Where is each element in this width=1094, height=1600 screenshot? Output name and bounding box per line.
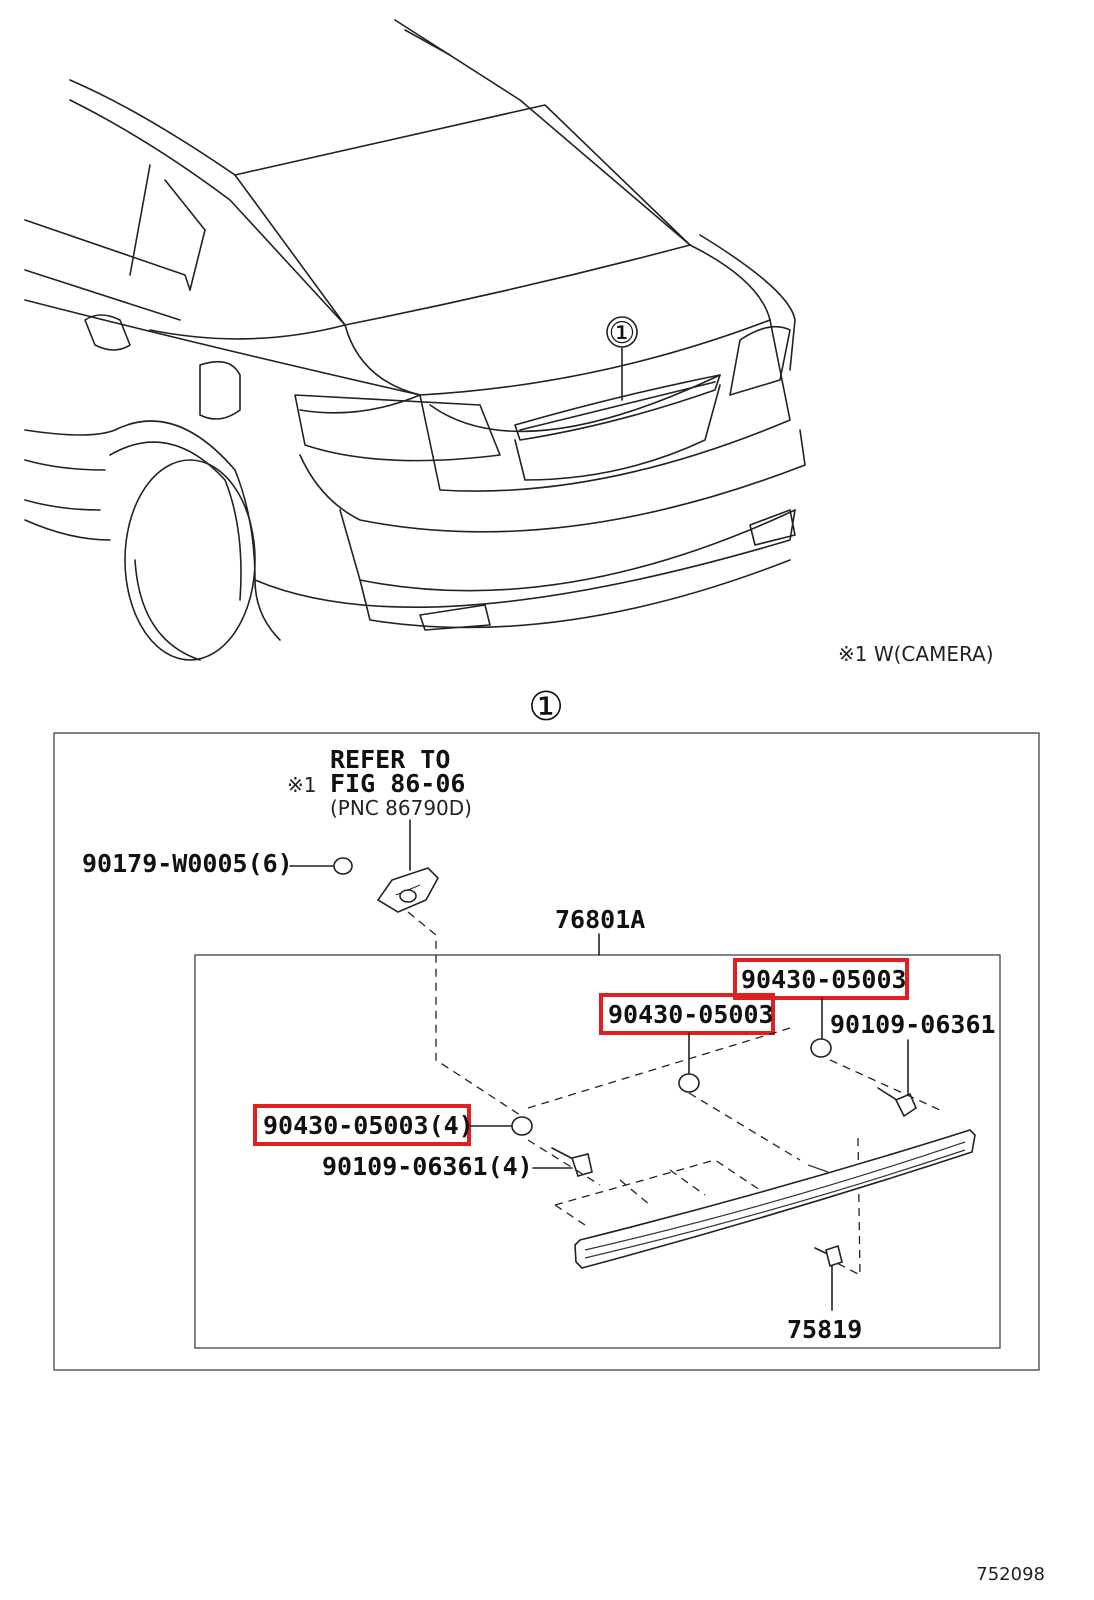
part-label-clip: 75819: [787, 1315, 862, 1344]
camera-note: ※1 W(CAMERA): [838, 642, 994, 666]
camera-nut: [333, 857, 353, 875]
grommet-upper-right: [810, 1038, 832, 1058]
part-label-grommet-upper-right: 90430-05003: [741, 965, 907, 994]
refer-line-2: FIG 86-06: [330, 769, 465, 798]
part-label-screw-upper-right: 90109-06361: [830, 1010, 996, 1039]
refer-line-2-prefix: ※1: [287, 773, 316, 797]
refer-line-3: (PNC 86790D): [330, 796, 472, 820]
grommet-upper-middle: [678, 1073, 700, 1093]
part-label-grommet-upper-middle: 90430-05003: [608, 1000, 774, 1029]
vehicle-illustration: ①: [24, 19, 806, 661]
grommet-left: [511, 1116, 533, 1136]
highlight-box-upper-middle: [599, 993, 775, 1035]
highlight-box-upper-right: [733, 958, 909, 1000]
part-label-nut-camera: 90179-W0005(6): [82, 849, 293, 878]
part-label-assembly: 76801A: [555, 905, 645, 934]
camera-module: [376, 867, 439, 913]
vehicle-callout-marker: ①: [609, 316, 636, 351]
part-label-grommet-left: 90430-05003(4): [263, 1111, 474, 1140]
highlight-box-left: [253, 1104, 471, 1146]
refer-line-1: REFER TO: [330, 745, 450, 774]
assembly-box: [194, 954, 1001, 1349]
garnish-lamp: [574, 1129, 976, 1269]
section-marker: ①: [528, 684, 564, 730]
figure-number: 752098: [976, 1564, 1045, 1585]
screw-upper-right: [877, 1087, 917, 1118]
clip-75819: [814, 1244, 843, 1268]
part-label-screw-left: 90109-06361(4): [322, 1152, 533, 1181]
screw-left: [551, 1147, 593, 1177]
detail-frame: [53, 732, 1040, 1371]
